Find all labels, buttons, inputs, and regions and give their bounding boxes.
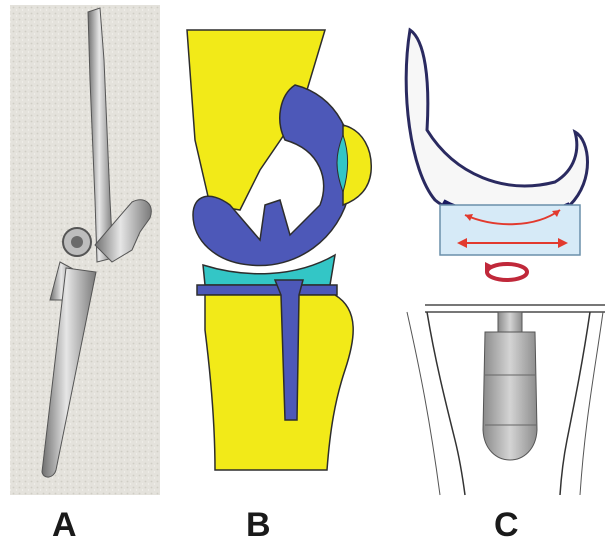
mobile-bearing-diagram xyxy=(385,0,605,500)
panel-label-c: C xyxy=(494,506,519,545)
tibial-tray xyxy=(425,305,605,312)
cortex-outline-right xyxy=(580,312,603,495)
panel-c-diagram xyxy=(385,0,605,500)
rotation-arrow xyxy=(487,264,527,280)
cortex-outline-left xyxy=(407,312,440,495)
knee-implant-diagram xyxy=(175,0,385,500)
panel-label-a: A xyxy=(52,506,77,545)
hinged-prosthesis-photo xyxy=(0,0,190,500)
hinge-axle-center xyxy=(71,236,83,248)
tibia-outline-left xyxy=(427,312,465,495)
femoral-component-outline xyxy=(406,30,587,221)
tibial-stem xyxy=(483,332,537,460)
tibial-tray xyxy=(197,285,337,295)
tibia-outline-right xyxy=(560,312,590,495)
stem-neck xyxy=(498,312,522,332)
panel-label-b: B xyxy=(246,506,271,545)
panel-b-diagram xyxy=(175,0,385,500)
tibia-bone xyxy=(205,295,353,470)
panel-a-photo xyxy=(0,0,190,500)
